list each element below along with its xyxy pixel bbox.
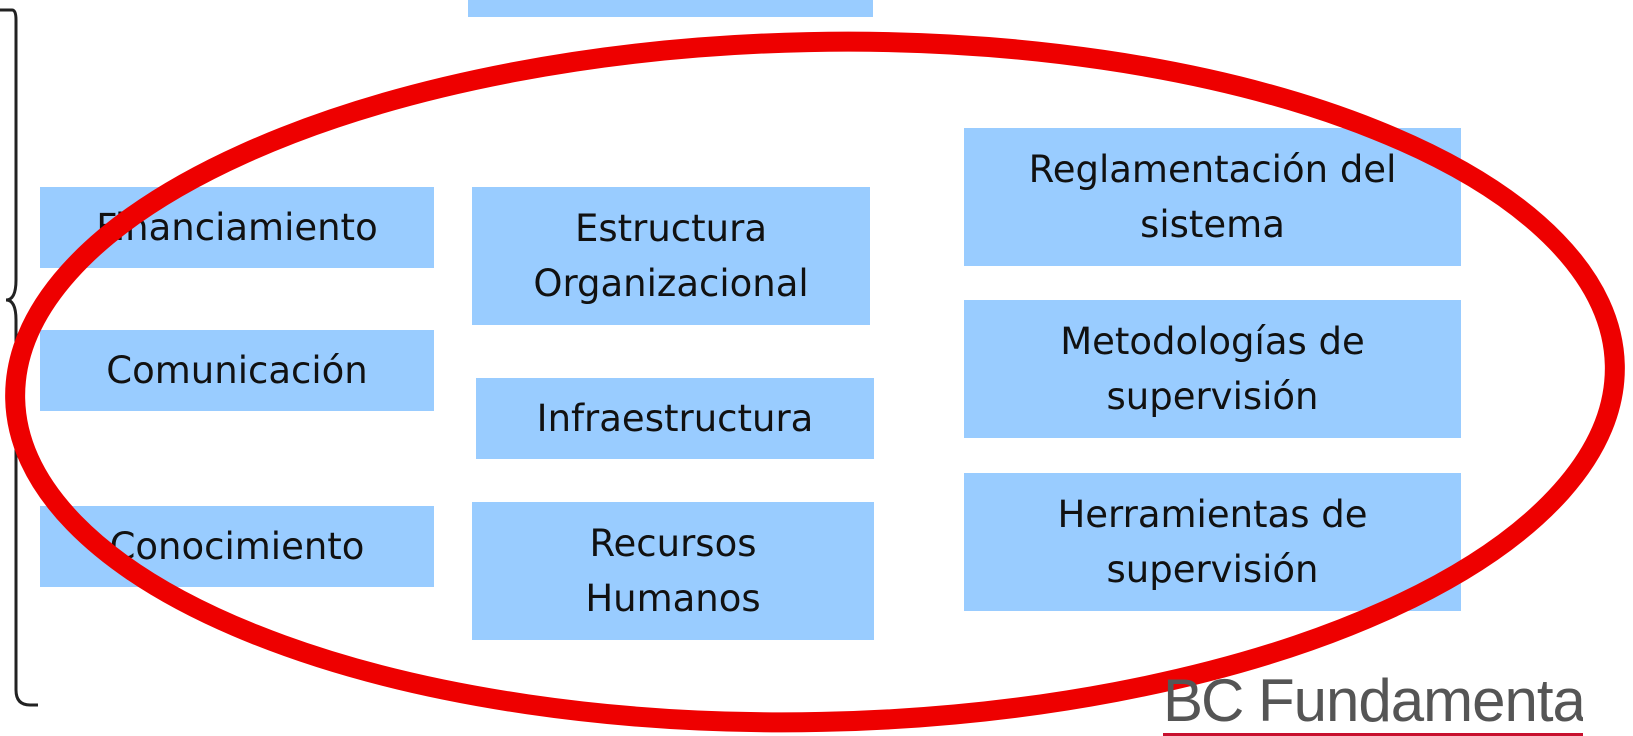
logo-underline [1163, 733, 1583, 736]
logo-fundamenta-text: Fundamenta [1258, 670, 1583, 734]
top-box [468, 0, 873, 17]
box-recursos-humanos: Recursos Humanos [472, 502, 874, 640]
box-infraestructura: Infraestructura [476, 378, 874, 459]
box-herramientas-de-supervision: Herramientas de supervisión [964, 473, 1461, 611]
box-comunicacion: Comunicación [40, 330, 434, 411]
bc-fundamenta-logo: BC Fundamenta [1163, 670, 1583, 736]
box-financiamiento: Financiamiento [40, 187, 434, 268]
logo-bc-text: BC [1163, 670, 1244, 734]
box-metodologias-de-supervision: Metodologías de supervisión [964, 300, 1461, 438]
box-estructura-organizacional: Estructura Organizacional [472, 187, 870, 325]
box-conocimiento: Conocimiento [40, 506, 434, 587]
box-reglamentacion-del-sistema: Reglamentación del sistema [964, 128, 1461, 266]
